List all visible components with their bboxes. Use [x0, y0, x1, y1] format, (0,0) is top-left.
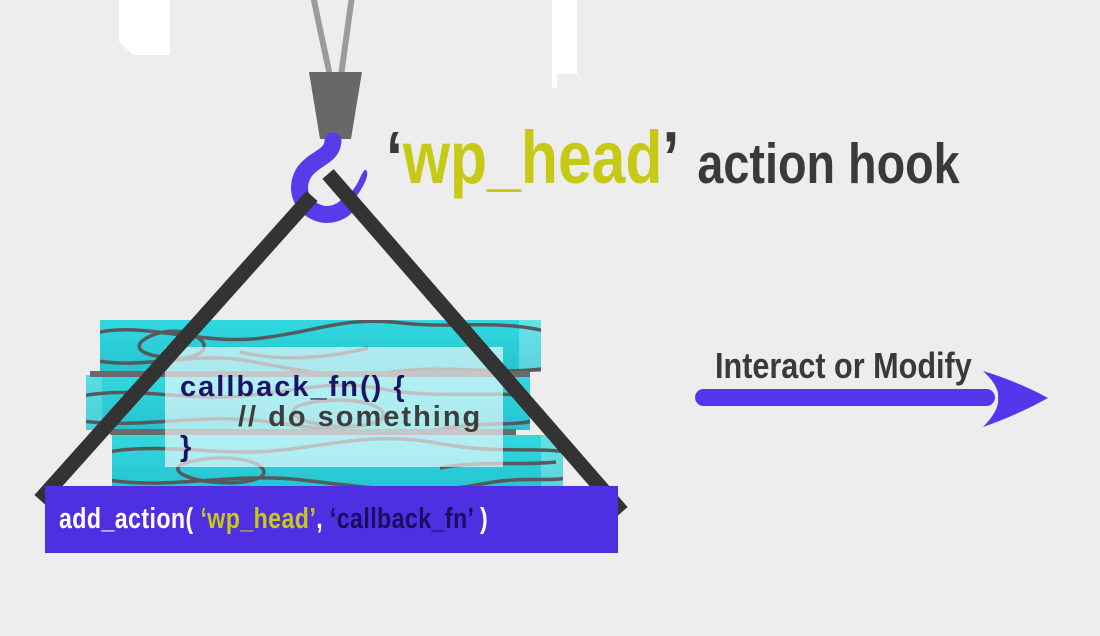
title-label: action hook	[697, 132, 960, 196]
deco-white-block-center	[552, 0, 577, 88]
crate-code-line-3: }	[180, 431, 194, 463]
crane-housing-icon	[309, 72, 362, 139]
modify-arrow-label: Interact or Modify	[715, 345, 972, 386]
banner-callback-arg: ‘callback_fn’	[329, 503, 474, 535]
add-action-banner: add_action( ‘wp_head’, ‘callback_fn’ )	[45, 486, 618, 553]
banner-prefix: add_action(	[59, 503, 201, 535]
title-open-quote: ‘	[386, 116, 403, 199]
deco-white-block-left	[119, 0, 170, 55]
modify-arrow-icon	[695, 371, 1048, 427]
crate-code-line-2: // do something	[238, 401, 483, 433]
add-action-code: add_action( ‘wp_head’, ‘callback_fn’ )	[59, 486, 488, 553]
crate-code-line-1: callback_fn() {	[180, 371, 407, 403]
crane-cables-icon	[310, 0, 355, 77]
sling-strap-right	[322, 169, 628, 517]
banner-hook-arg: ‘wp_head’	[200, 503, 317, 535]
title-hook-name: wp_head	[402, 116, 663, 199]
banner-comma: ,	[316, 503, 330, 535]
code-overlay-panel	[165, 347, 503, 467]
page-title: ‘wp_head’ action hook	[386, 115, 1086, 200]
title-close-quote: ’	[662, 116, 680, 199]
sling-straps	[34, 169, 628, 517]
sling-strap-left	[34, 190, 318, 506]
banner-close: )	[473, 503, 489, 535]
